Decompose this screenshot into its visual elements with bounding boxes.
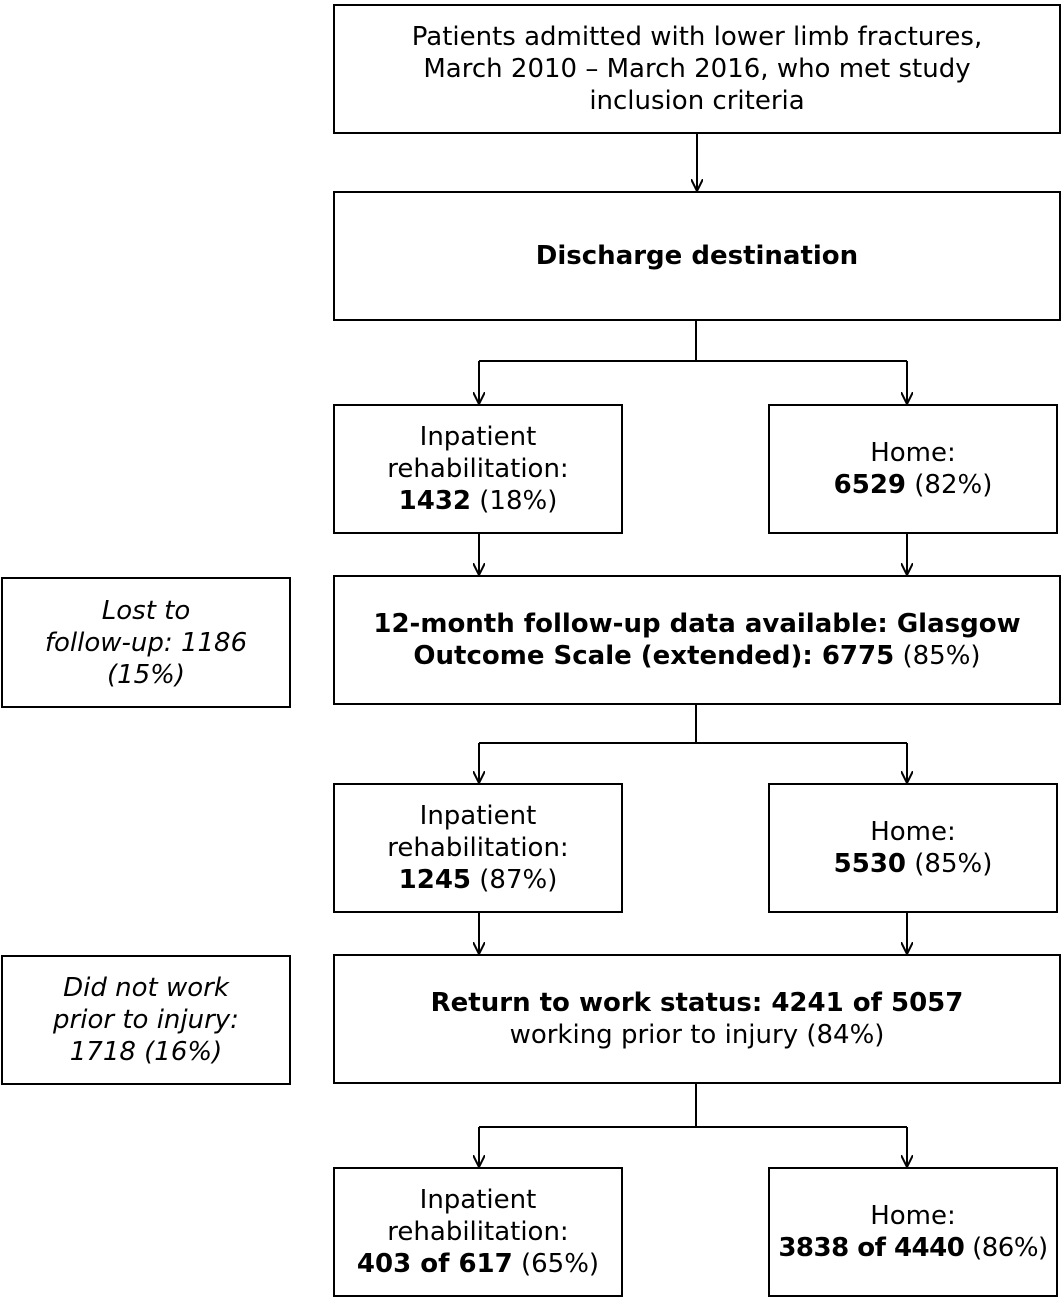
rtw-line-1: Return to work status: 4241 of 5057 xyxy=(430,988,964,1018)
notwork-line-2: prior to injury: xyxy=(53,1005,239,1035)
lost-to-followup-box: Lost to follow-up: 1186 (15%) xyxy=(1,577,291,708)
home-3-pct: (86%) xyxy=(972,1233,1048,1263)
inpatient-rehab-box-3: Inpatient rehabilitation: 403 of 617 (65… xyxy=(333,1167,623,1297)
home-2-line-1: Home: xyxy=(870,817,956,847)
did-not-work-box: Did not work prior to injury: 1718 (16%) xyxy=(1,955,291,1085)
start-line-1: Patients admitted with lower limb fractu… xyxy=(411,22,983,52)
return-to-work-box: Return to work status: 4241 of 5057 work… xyxy=(333,954,1061,1084)
inpatient-1-count: 1432 xyxy=(398,486,472,516)
discharge-destination-label: Discharge destination xyxy=(535,241,859,271)
lost-line-3: (15%) xyxy=(106,659,186,690)
inpatient-1-value: 1432 (18%) xyxy=(399,485,558,517)
home-box-2: Home: 5530 (85%) xyxy=(768,783,1058,913)
notwork-line-1: Did not work xyxy=(63,973,229,1003)
start-line-3: inclusion criteria xyxy=(589,86,805,116)
notwork-line-3: 1718 (16%) xyxy=(69,1037,223,1067)
followup-box: 12-month follow-up data available: Glasg… xyxy=(333,575,1061,705)
home-3-value: 3838 of 4440 (86%) xyxy=(778,1232,1048,1264)
inpatient-1-line-2: rehabilitation: xyxy=(387,454,569,484)
home-2-pct: (85%) xyxy=(914,849,993,879)
inpatient-3-line-1: Inpatient xyxy=(419,1185,537,1215)
home-2-value: 5530 (85%) xyxy=(834,848,993,880)
home-3-line-1: Home: xyxy=(870,1201,956,1231)
inpatient-2-pct: (87%) xyxy=(479,865,558,895)
inpatient-rehab-box-2: Inpatient rehabilitation: 1245 (87%) xyxy=(333,783,623,913)
inpatient-1-pct: (18%) xyxy=(479,486,558,516)
home-1-pct: (82%) xyxy=(914,470,993,500)
inpatient-2-count: 1245 xyxy=(398,865,472,895)
inpatient-3-count: 403 of 617 xyxy=(356,1249,513,1279)
discharge-destination-box: Discharge destination xyxy=(333,191,1061,321)
start-box: Patients admitted with lower limb fractu… xyxy=(333,4,1061,134)
inpatient-3-pct: (65%) xyxy=(521,1249,600,1279)
home-box-3: Home: 3838 of 4440 (86%) xyxy=(768,1167,1058,1297)
lost-line-1: Lost to xyxy=(101,595,191,626)
inpatient-2-value: 1245 (87%) xyxy=(399,864,558,896)
home-1-line-1: Home: xyxy=(870,438,956,468)
followup-line-1: 12-month follow-up data available: Glasg… xyxy=(373,609,1021,639)
followup-pct: (85%) xyxy=(902,641,981,671)
start-line-2: March 2010 – March 2016, who met study xyxy=(423,54,971,84)
home-1-value: 6529 (82%) xyxy=(834,469,993,501)
home-box-1: Home: 6529 (82%) xyxy=(768,404,1058,534)
followup-line-2: Outcome Scale (extended): 6775 (85%) xyxy=(413,640,980,672)
inpatient-rehab-box-1: Inpatient rehabilitation: 1432 (18%) xyxy=(333,404,623,534)
home-2-count: 5530 xyxy=(833,849,907,879)
lost-line-2: follow-up: 1186 xyxy=(44,627,248,658)
inpatient-3-value: 403 of 617 (65%) xyxy=(357,1248,599,1280)
inpatient-1-line-1: Inpatient xyxy=(419,422,537,452)
home-3-count: 3838 of 4440 xyxy=(778,1233,965,1263)
rtw-line-2: working prior to injury (84%) xyxy=(509,1020,885,1050)
inpatient-3-line-2: rehabilitation: xyxy=(387,1217,569,1247)
home-1-count: 6529 xyxy=(833,470,907,500)
inpatient-2-line-1: Inpatient xyxy=(419,801,537,831)
inpatient-2-line-2: rehabilitation: xyxy=(387,833,569,863)
followup-line-2-bold: Outcome Scale (extended): 6775 xyxy=(413,641,895,671)
